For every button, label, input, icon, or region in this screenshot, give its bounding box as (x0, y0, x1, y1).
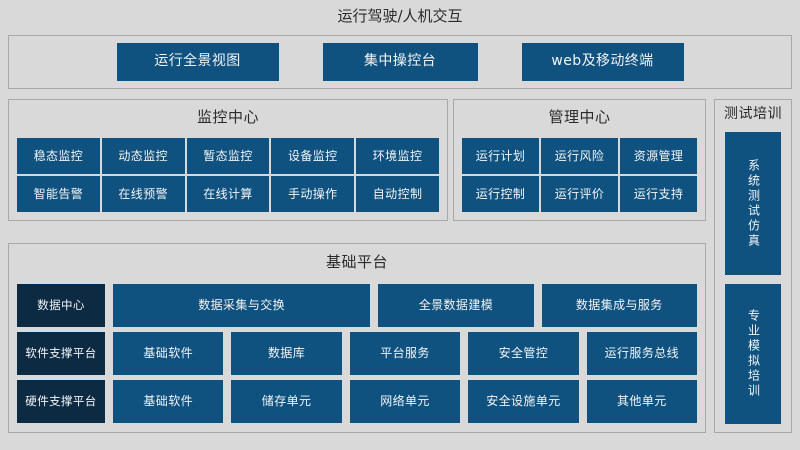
manage-center-title: 管理中心 (548, 108, 611, 126)
base-row-data-center: 数据中心 数据采集与交换 全景数据建模 数据集成与服务 (17, 284, 697, 327)
manage-item-resource-management[interactable]: 资源管理 (620, 138, 697, 174)
base-row-cells-data-center: 数据采集与交换 全景数据建模 数据集成与服务 (113, 284, 697, 327)
manage-item-operation-control[interactable]: 运行控制 (462, 176, 539, 212)
base-cell-data-integration-service[interactable]: 数据集成与服务 (541, 284, 697, 327)
base-platform-panel: 基础平台 数据中心 数据采集与交换 全景数据建模 数据集成与服务 软件支撑平台 … (8, 243, 706, 433)
header-button-control-console[interactable]: 集中操控台 (322, 43, 478, 81)
base-row-label-hardware-support[interactable]: 硬件支撑平台 (17, 380, 105, 423)
manage-center-grid: 运行计划 运行风险 资源管理 运行控制 运行评价 运行支持 (462, 138, 697, 212)
monitor-item-environment[interactable]: 环境监控 (356, 138, 439, 174)
monitor-center-title: 监控中心 (196, 108, 259, 126)
base-platform-rows: 数据中心 数据采集与交换 全景数据建模 数据集成与服务 软件支撑平台 基础软件 … (17, 284, 698, 423)
monitor-item-transient[interactable]: 暂态监控 (186, 138, 270, 174)
monitor-item-steady[interactable]: 稳态监控 (17, 138, 100, 174)
base-cell-data-acquisition-exchange[interactable]: 数据采集与交换 (113, 284, 371, 327)
base-cell-platform-service[interactable]: 平台服务 (349, 332, 461, 375)
monitor-item-equipment[interactable]: 设备监控 (271, 138, 355, 174)
manage-center-panel: 管理中心 运行计划 运行风险 资源管理 运行控制 运行评价 运行支持 (453, 99, 706, 221)
manage-item-operation-evaluation[interactable]: 运行评价 (541, 176, 618, 212)
header-button-row: 运行全景视图 集中操控台 web及移动终端 (9, 36, 791, 88)
base-cell-security-facility-unit[interactable]: 安全设施单元 (468, 380, 579, 423)
monitor-item-smart-alarm[interactable]: 智能告警 (17, 176, 100, 212)
base-cell-basic-software-sw[interactable]: 基础软件 (113, 332, 224, 375)
monitor-item-online-warning[interactable]: 在线预警 (101, 176, 185, 212)
monitor-item-auto-control[interactable]: 自动控制 (356, 176, 439, 212)
page-title: 运行驾驶/人机交互 (337, 7, 463, 25)
manage-item-operation-risk[interactable]: 运行风险 (541, 138, 618, 174)
base-row-cells-hardware-support: 基础软件 储存单元 网络单元 安全设施单元 其他单元 (113, 380, 698, 423)
base-row-hardware-support: 硬件支撑平台 基础软件 储存单元 网络单元 安全设施单元 其他单元 (17, 380, 698, 423)
training-panel-title: 测试培训 (724, 106, 782, 122)
header-button-web-mobile[interactable]: web及移动终端 (521, 43, 684, 81)
monitor-item-dynamic[interactable]: 动态监控 (101, 138, 185, 174)
base-cell-basic-software-hw[interactable]: 基础软件 (113, 380, 224, 423)
base-cell-database[interactable]: 数据库 (231, 332, 342, 375)
base-row-software-support: 软件支撑平台 基础软件 数据库 平台服务 安全管控 运行服务总线 (17, 332, 698, 375)
base-cell-panoramic-data-modeling[interactable]: 全景数据建模 (378, 284, 534, 327)
base-cell-network-unit[interactable]: 网络单元 (349, 380, 461, 423)
monitor-center-panel: 监控中心 稳态监控 动态监控 暂态监控 设备监控 环境监控 智能告警 在线预警 … (8, 99, 448, 221)
manage-item-operation-support[interactable]: 运行支持 (620, 176, 697, 212)
monitor-center-grid: 稳态监控 动态监控 暂态监控 设备监控 环境监控 智能告警 在线预警 在线计算 … (17, 138, 439, 212)
monitor-item-online-compute[interactable]: 在线计算 (186, 176, 270, 212)
base-cell-other-unit[interactable]: 其他单元 (586, 380, 698, 423)
base-row-label-software-support[interactable]: 软件支撑平台 (17, 332, 105, 375)
base-cell-storage-unit[interactable]: 储存单元 (231, 380, 342, 423)
base-cell-security-management[interactable]: 安全管控 (468, 332, 579, 375)
manage-item-operation-plan[interactable]: 运行计划 (462, 138, 539, 174)
base-cell-operation-service-bus[interactable]: 运行服务总线 (586, 332, 698, 375)
training-item-professional-simulation-training[interactable]: 专业模拟培训 (725, 284, 781, 424)
base-row-label-data-center[interactable]: 数据中心 (17, 284, 105, 327)
training-items: 系统测试仿真 专业模拟培训 (725, 132, 781, 424)
header-panel: 运行全景视图 集中操控台 web及移动终端 (8, 35, 792, 89)
training-panel: 测试培训 系统测试仿真 专业模拟培训 (714, 99, 792, 433)
training-item-system-test-simulation[interactable]: 系统测试仿真 (725, 132, 781, 275)
base-row-cells-software-support: 基础软件 数据库 平台服务 安全管控 运行服务总线 (113, 332, 698, 375)
base-platform-title: 基础平台 (325, 253, 388, 271)
monitor-item-manual-operation[interactable]: 手动操作 (271, 176, 355, 212)
header-button-panorama[interactable]: 运行全景视图 (116, 43, 279, 81)
